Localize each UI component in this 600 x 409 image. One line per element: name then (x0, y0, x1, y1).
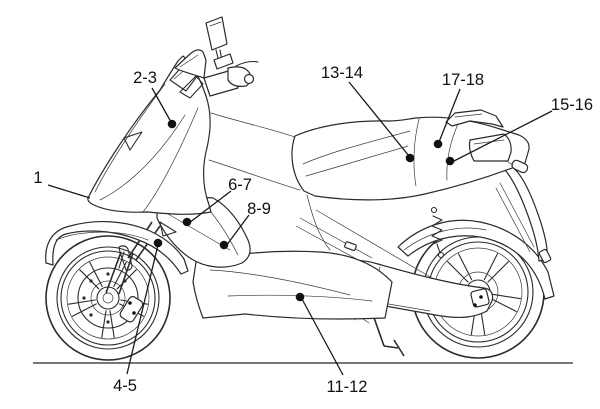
callout-label-2-3: 2-3 (133, 69, 157, 87)
callout-8-9: 8-9 (219, 200, 271, 250)
bar-end (243, 73, 255, 85)
callout-dot-17-18 (433, 139, 443, 149)
front-brake-caliper (119, 296, 144, 323)
rear-indicator (507, 159, 529, 174)
front-fairing (87, 55, 301, 215)
rear-shock (430, 206, 445, 259)
taillight (468, 133, 512, 162)
windscreen (174, 49, 207, 79)
mirror (205, 16, 228, 63)
callout-label-4-5: 4-5 (113, 377, 137, 395)
fairing-vent (123, 131, 143, 151)
callout-dot-13-14 (405, 153, 415, 163)
callouts: 1 2-3 4-5 6-7 8-9 11-12 (33, 64, 593, 396)
front-wheel (45, 235, 171, 361)
frame-lines (295, 194, 433, 279)
grab-rail (445, 109, 504, 128)
callout-17-18: 17-18 (433, 71, 484, 149)
callout-label-1: 1 (33, 169, 42, 187)
callout-label-15-16: 15-16 (551, 96, 593, 114)
brake-lever (235, 60, 259, 67)
callout-2-3: 2-3 (133, 69, 177, 129)
side-cowl (156, 196, 251, 268)
callout-6-7: 6-7 (182, 176, 252, 227)
callout-label-17-18: 17-18 (442, 71, 484, 89)
callout-dot-2-3 (167, 119, 177, 129)
front-mudguard (45, 220, 189, 275)
callout-dot-6-7 (182, 217, 192, 227)
handlebar (203, 53, 259, 97)
callout-dot-15-16 (445, 156, 455, 166)
rear-mudflap (495, 165, 552, 264)
callout-label-13-14: 13-14 (321, 64, 363, 82)
callout-label-8-9: 8-9 (247, 200, 271, 218)
callout-13-14: 13-14 (321, 64, 415, 163)
callout-label-11-12: 11-12 (327, 378, 368, 396)
callout-1: 1 (33, 169, 91, 199)
callout-dot-4-5 (153, 238, 163, 248)
callout-4-5: 4-5 (113, 238, 163, 395)
callout-label-6-7: 6-7 (228, 176, 252, 194)
callout-dot-8-9 (219, 240, 229, 250)
rear-fender (397, 219, 555, 300)
callout-11-12: 11-12 (295, 292, 368, 396)
callout-15-16: 15-16 (445, 96, 593, 166)
callout-dot-11-12 (295, 292, 305, 302)
